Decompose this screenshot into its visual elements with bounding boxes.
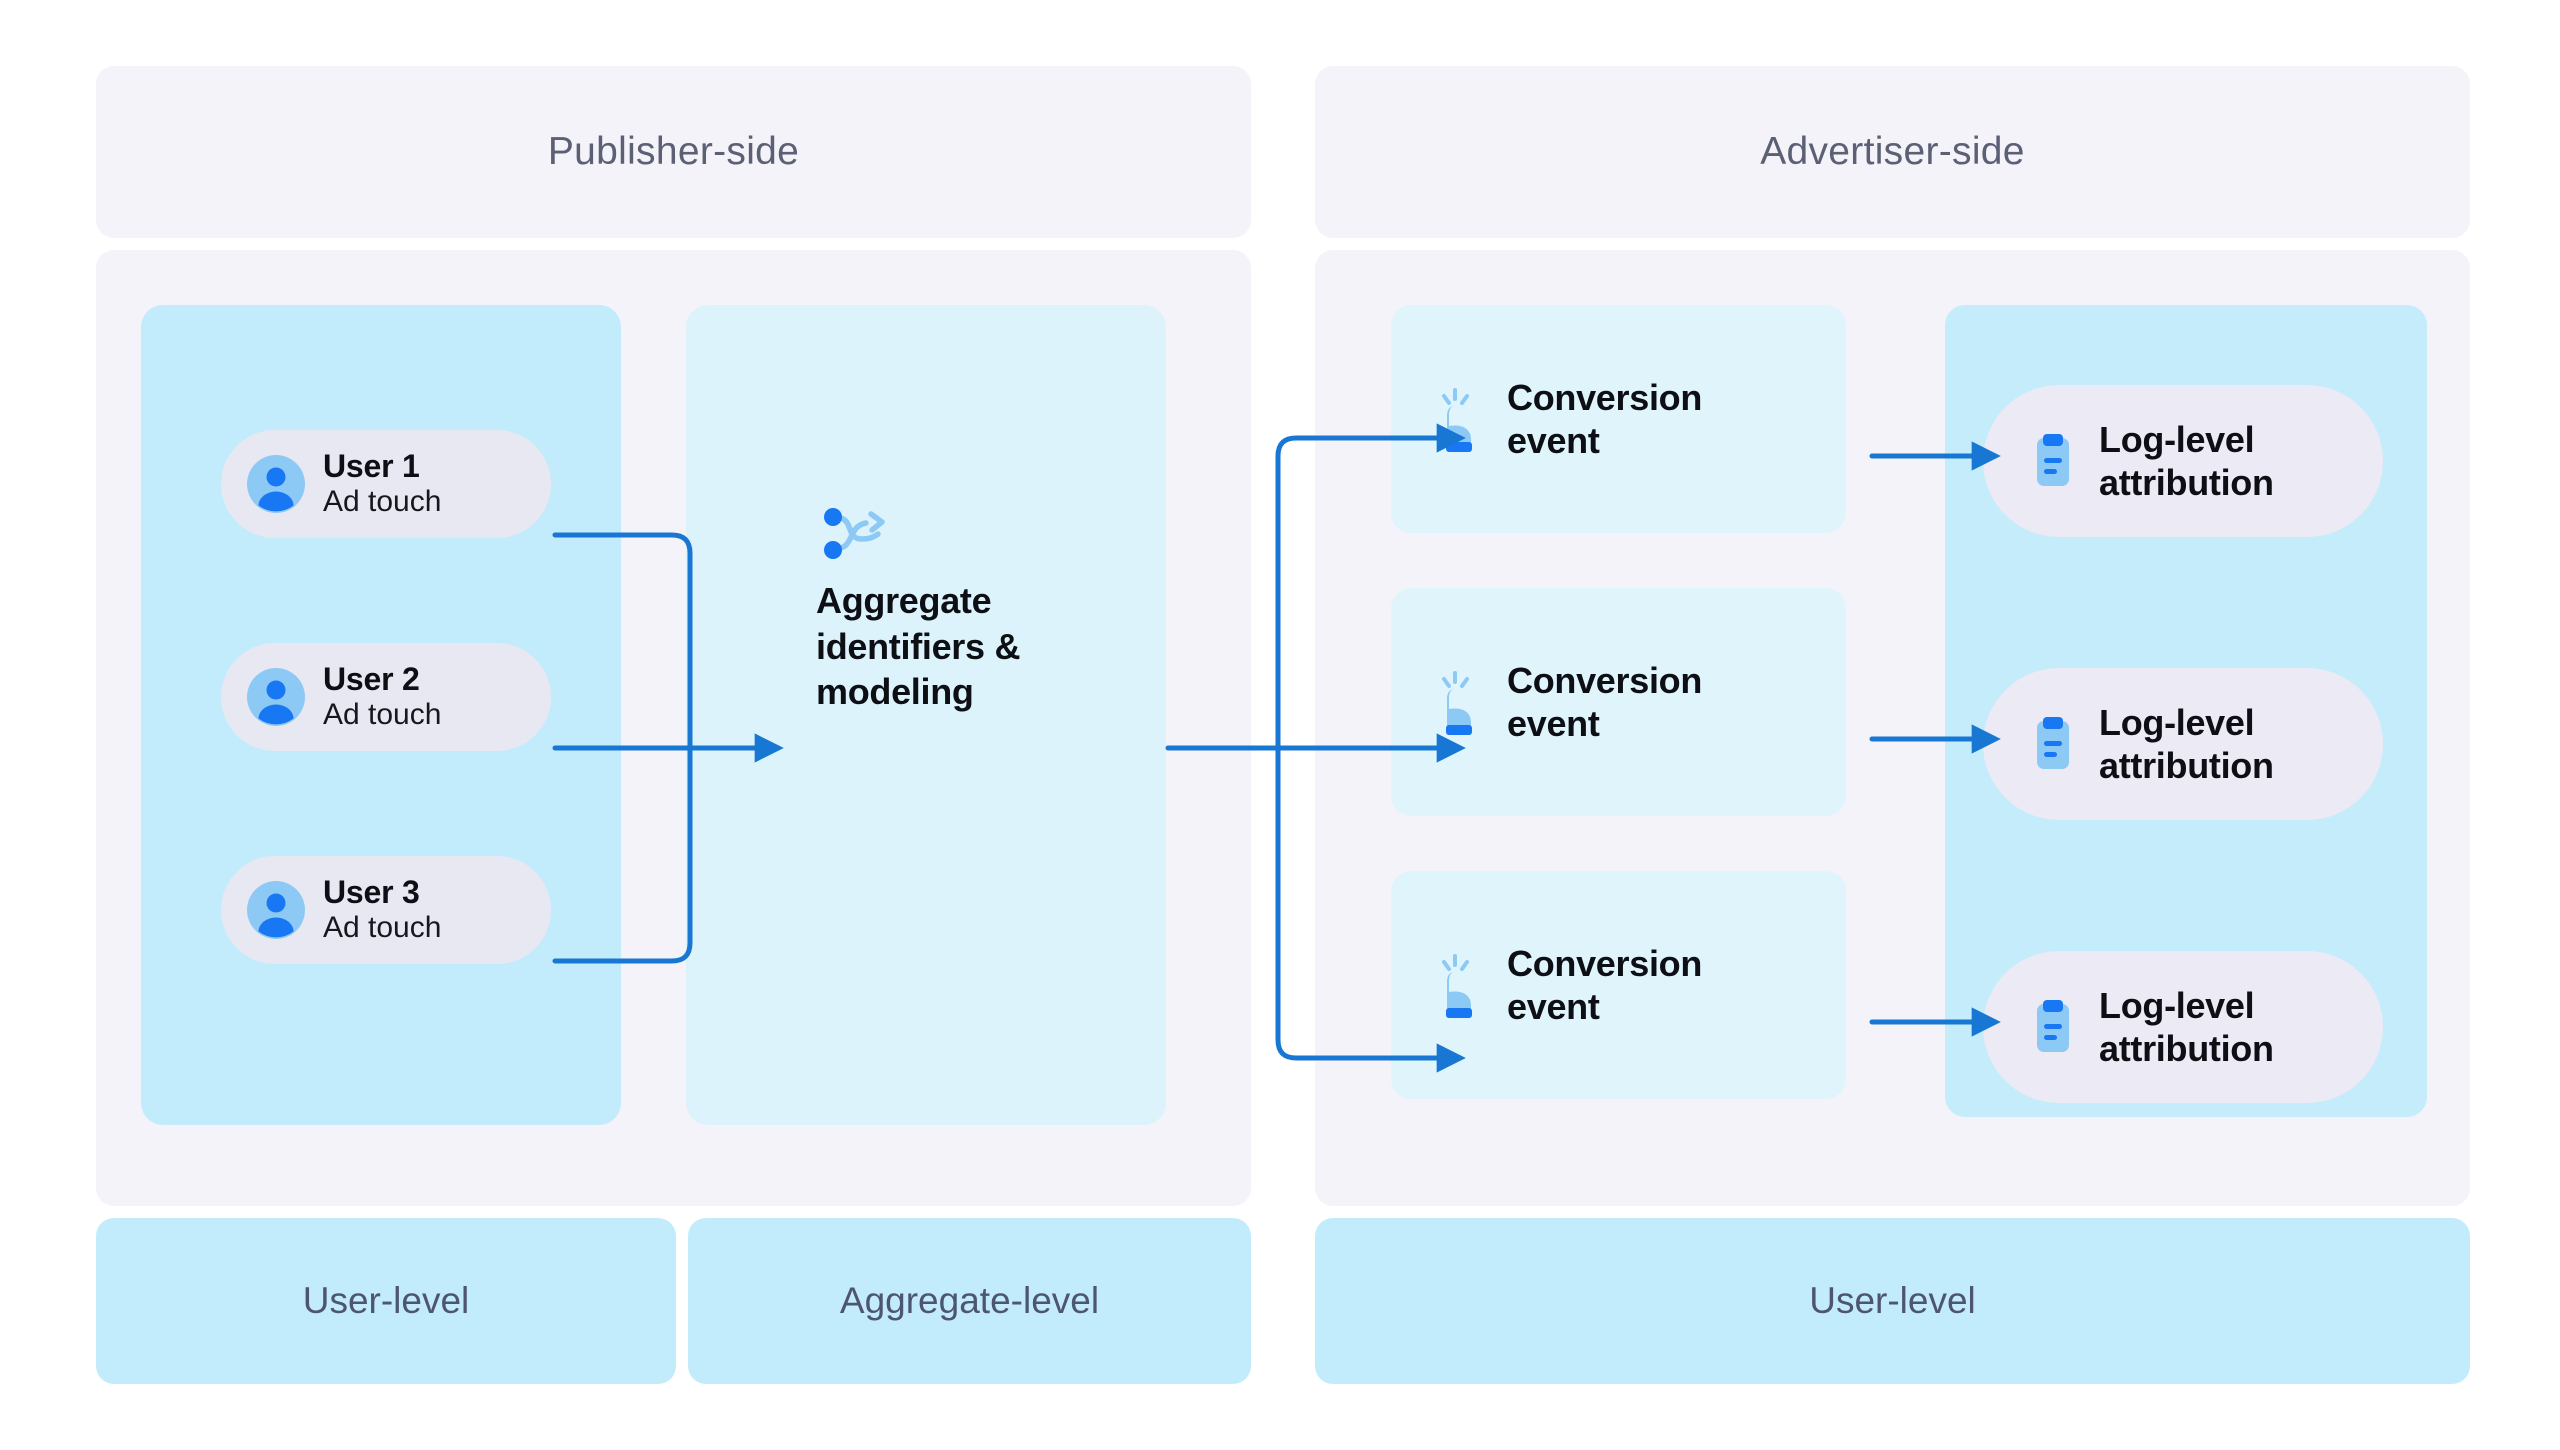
conversion-event-card[interactable]: Conversion event xyxy=(1391,588,1846,816)
advertiser-side-header: Advertiser-side xyxy=(1315,66,2470,238)
log-level-attribution-line-2: attribution xyxy=(2099,462,2274,503)
aggregate-block: Aggregate identifiers & modeling xyxy=(816,495,1116,715)
user-card[interactable]: User 3 Ad touch xyxy=(221,856,551,964)
aggregate-title-line-3: modeling xyxy=(816,671,974,713)
footer-chip-aggregate-level: Aggregate-level xyxy=(688,1218,1251,1384)
user-level-panel: User 1 Ad touch User 2 Ad touc xyxy=(141,305,621,1125)
conversion-event-line-2: event xyxy=(1507,420,1600,461)
publisher-side-container: Publisher-side User 1 Ad touch xyxy=(96,66,1251,1384)
user-card-text: User 2 Ad touch xyxy=(323,661,442,732)
publisher-side-body: User 1 Ad touch User 2 Ad touc xyxy=(96,250,1251,1206)
footer-chip-user-level: User-level xyxy=(1315,1218,2470,1384)
user-avatar-icon xyxy=(247,455,305,513)
advertiser-side-container: Advertiser-side Conversion event xyxy=(1315,66,2470,1384)
conversion-event-line-2: event xyxy=(1507,703,1600,744)
conversion-event-line-2: event xyxy=(1507,986,1600,1027)
conversion-event-label: Conversion event xyxy=(1507,942,1702,1028)
log-level-attribution-line-2: attribution xyxy=(2099,1028,2274,1069)
user-card-subtitle: Ad touch xyxy=(323,911,442,945)
aggregate-title-line-1: Aggregate xyxy=(816,580,992,621)
conversion-event-card[interactable]: Conversion event xyxy=(1391,305,1846,533)
log-level-attribution-label: Log-level attribution xyxy=(2099,984,2274,1070)
conversion-event-line-1: Conversion xyxy=(1507,942,1703,984)
clipboard-icon xyxy=(2029,432,2077,490)
conversion-event-label: Conversion event xyxy=(1507,659,1702,745)
user-card[interactable]: User 2 Ad touch xyxy=(221,643,551,751)
log-level-attribution-card[interactable]: Log-level attribution xyxy=(1983,385,2383,537)
clipboard-icon xyxy=(2029,715,2077,773)
log-level-attribution-line-2: attribution xyxy=(2099,745,2274,786)
aggregate-level-panel: Aggregate identifiers & modeling xyxy=(686,305,1166,1125)
advertiser-side-footer: User-level xyxy=(1315,1218,2470,1384)
user-avatar-icon xyxy=(247,881,305,939)
conversion-event-line-1: Conversion xyxy=(1507,659,1703,701)
publisher-side-header: Publisher-side xyxy=(96,66,1251,238)
log-level-attribution-label: Log-level attribution xyxy=(2099,418,2274,504)
log-level-attribution-line-1: Log-level xyxy=(2099,984,2255,1026)
log-level-attribution-label: Log-level attribution xyxy=(2099,701,2274,787)
clipboard-icon xyxy=(2029,998,2077,1056)
publisher-side-footer: User-level Aggregate-level xyxy=(96,1218,1251,1384)
user-card-name: User 2 xyxy=(323,661,420,698)
user-avatar-icon xyxy=(247,668,305,726)
tap-hand-icon xyxy=(1433,384,1485,454)
user-card-text: User 3 Ad touch xyxy=(323,874,442,945)
log-level-attribution-card[interactable]: Log-level attribution xyxy=(1983,951,2383,1103)
log-level-attribution-line-1: Log-level xyxy=(2099,418,2255,460)
user-card-name: User 3 xyxy=(323,874,420,911)
log-level-attribution-card[interactable]: Log-level attribution xyxy=(1983,668,2383,820)
aggregate-title-line-2: identifiers & xyxy=(816,625,1021,667)
tap-hand-icon xyxy=(1433,950,1485,1020)
log-level-attribution-line-1: Log-level xyxy=(2099,701,2255,743)
branch-merge-icon xyxy=(816,508,894,577)
tap-hand-icon xyxy=(1433,667,1485,737)
user-card-subtitle: Ad touch xyxy=(323,485,442,519)
user-card-subtitle: Ad touch xyxy=(323,698,442,732)
user-card-name: User 1 xyxy=(323,448,420,485)
conversion-event-line-1: Conversion xyxy=(1507,376,1703,418)
aggregate-title: Aggregate identifiers & modeling xyxy=(816,578,1116,715)
advertiser-side-title: Advertiser-side xyxy=(1760,130,2025,173)
conversion-event-label: Conversion event xyxy=(1507,376,1702,462)
advertiser-side-body: Conversion event Conversion even xyxy=(1315,250,2470,1206)
publisher-side-title: Publisher-side xyxy=(547,130,800,173)
user-card[interactable]: User 1 Ad touch xyxy=(221,430,551,538)
user-card-text: User 1 Ad touch xyxy=(323,448,442,519)
conversion-event-card[interactable]: Conversion event xyxy=(1391,871,1846,1099)
log-level-attribution-panel: Log-level attribution Log-l xyxy=(1945,305,2427,1117)
footer-chip-user-level: User-level xyxy=(96,1218,676,1384)
